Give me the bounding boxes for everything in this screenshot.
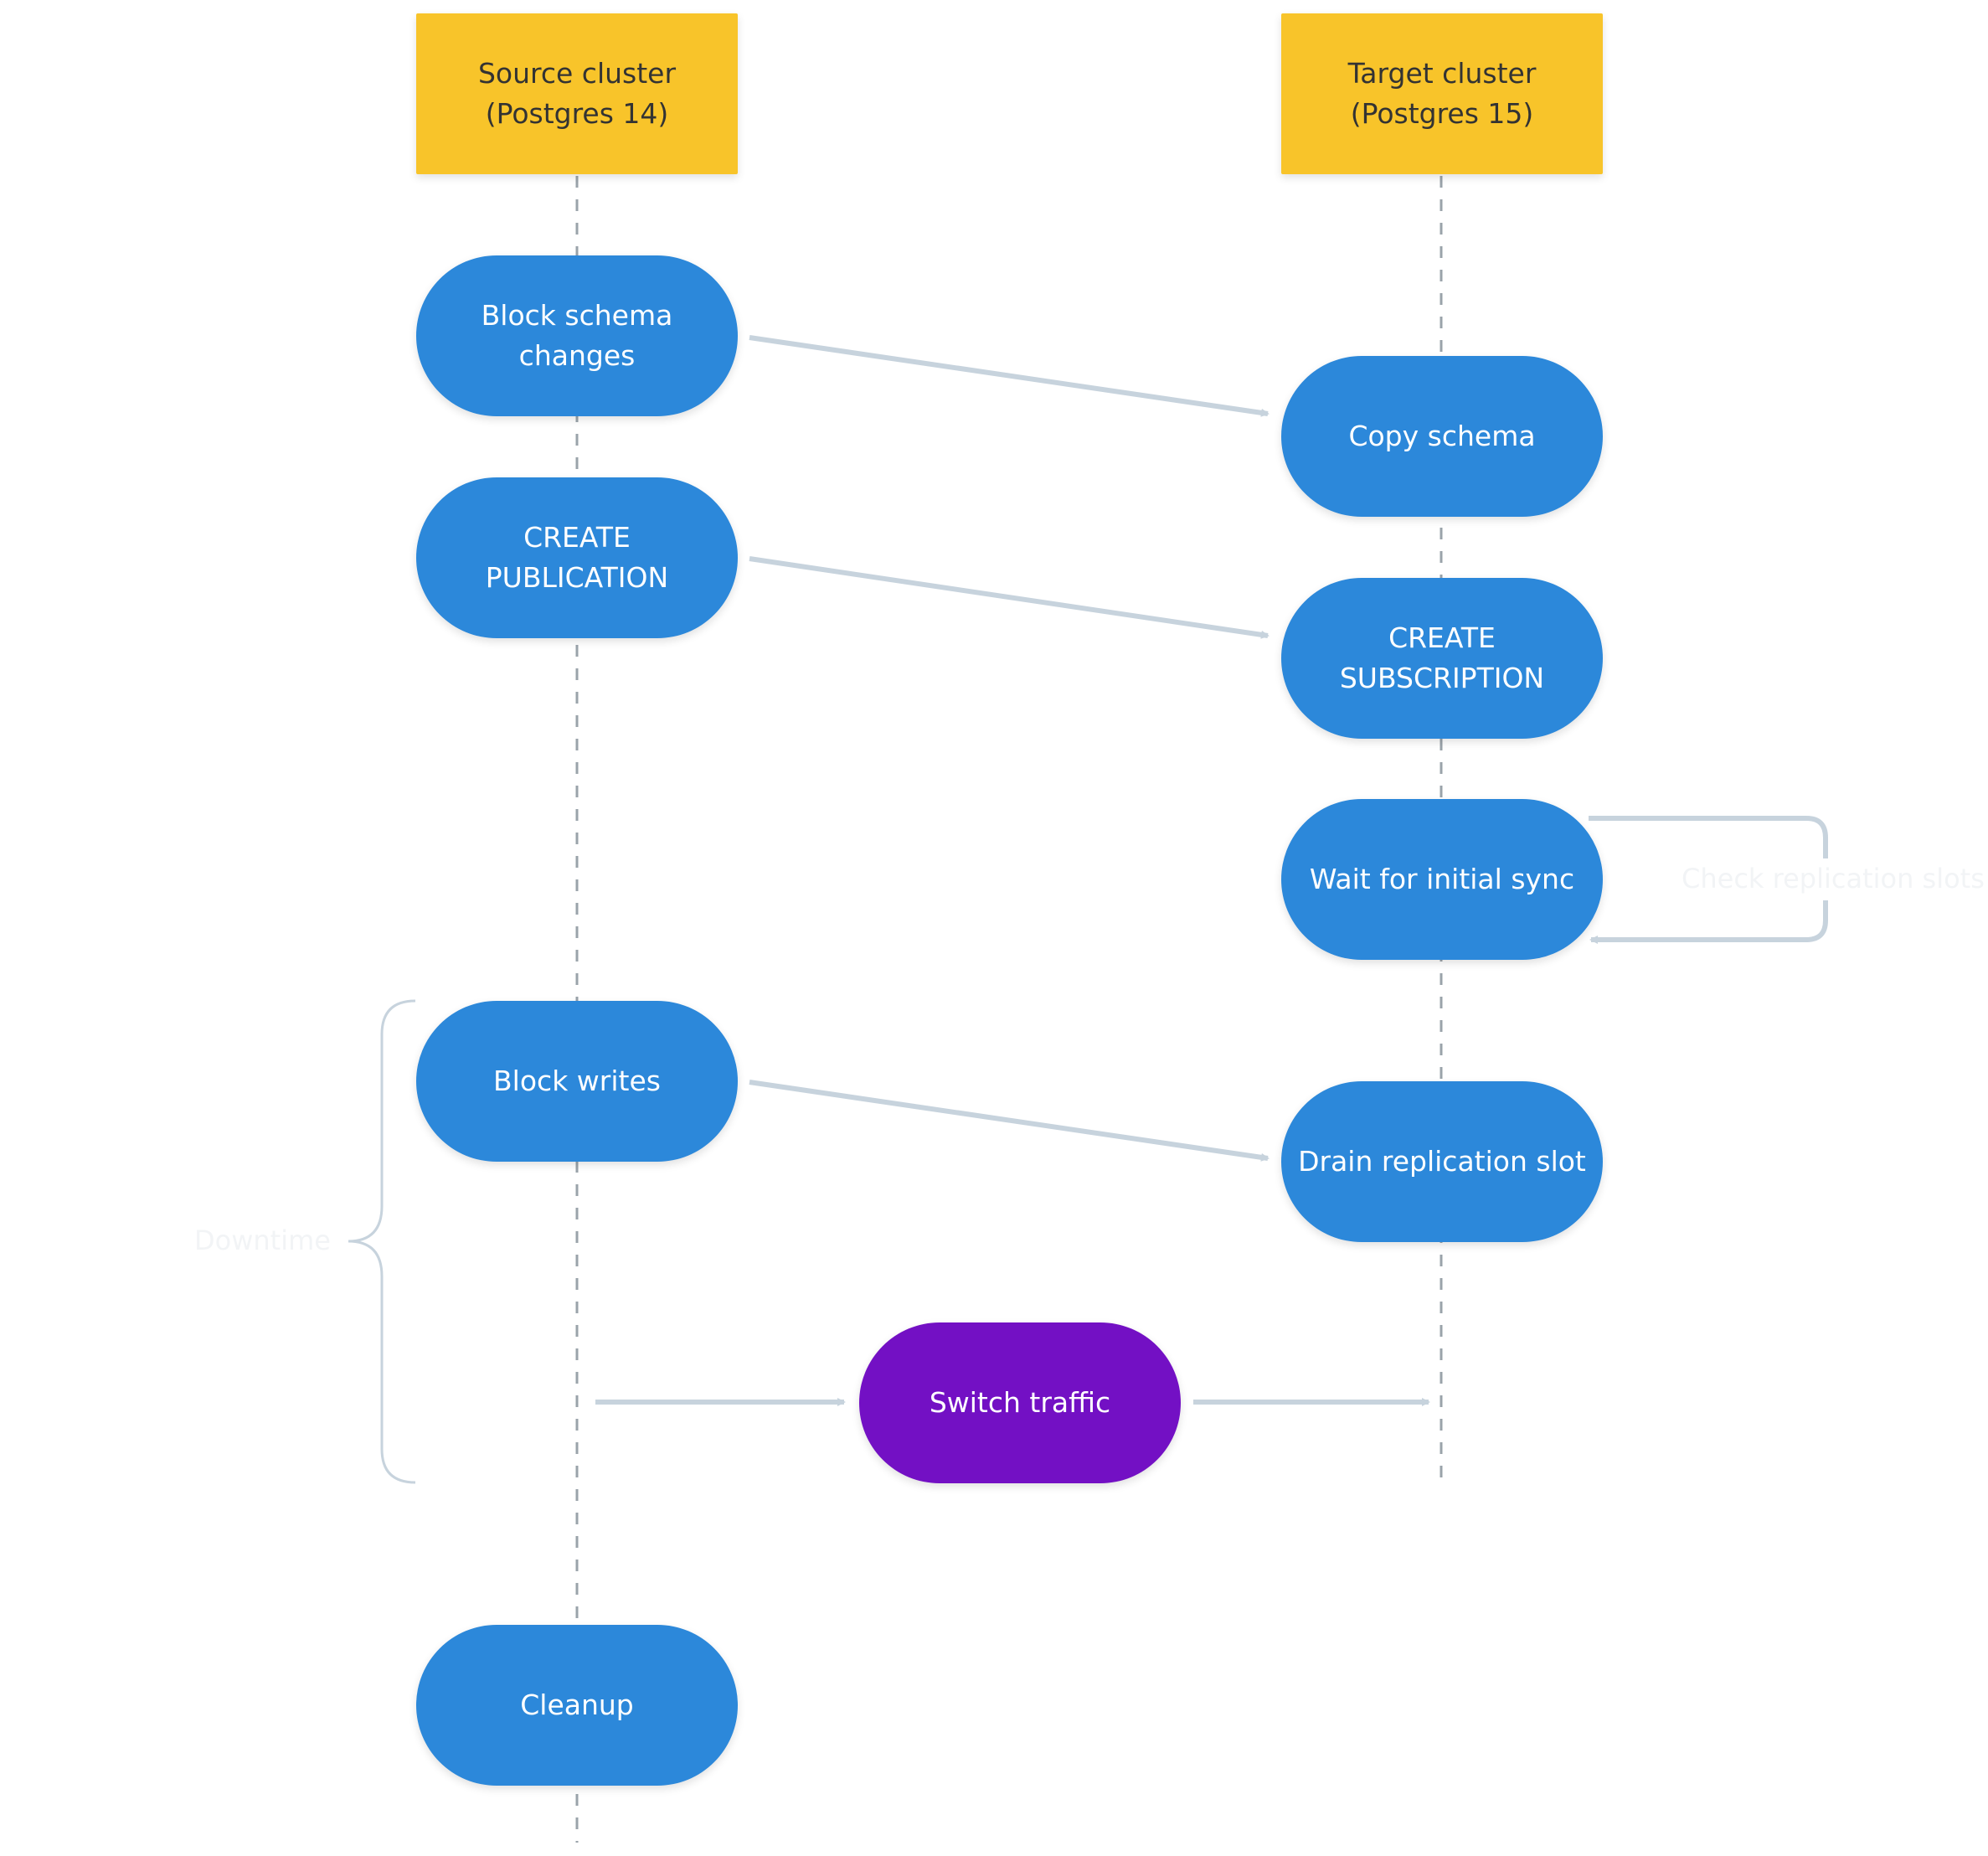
- arrow-block-schema-to-copy-schema: [749, 335, 1270, 417]
- downtime-label: Downtime: [194, 1224, 331, 1256]
- wait-sync-loop-bottom: [1589, 900, 1828, 944]
- copy-schema-step: Copy schema: [1281, 356, 1603, 517]
- source-cluster-header: Source cluster (Postgres 14): [416, 13, 738, 174]
- downtime-brace: [348, 999, 416, 1484]
- block-writes-step: Block writes: [416, 1001, 738, 1162]
- switch-traffic-step: Switch traffic: [859, 1322, 1181, 1483]
- cleanup-step: Cleanup: [416, 1625, 738, 1786]
- drain-replication-slot-step: Drain replication slot: [1281, 1081, 1603, 1242]
- block-schema-changes-step: Block schema changes: [416, 255, 738, 416]
- wait-sync-loop-top: [1589, 816, 1828, 858]
- arrow-block-writes-to-drain-slot: [749, 1080, 1270, 1162]
- arrow-publication-to-subscription: [749, 556, 1270, 639]
- check-replication-slots-label: Check replication slots: [1682, 863, 1985, 894]
- target-cluster-header: Target cluster (Postgres 15): [1281, 13, 1603, 174]
- wait-for-initial-sync-step: Wait for initial sync: [1281, 799, 1603, 960]
- create-subscription-step: CREATE SUBSCRIPTION: [1281, 578, 1603, 739]
- create-publication-step: CREATE PUBLICATION: [416, 477, 738, 638]
